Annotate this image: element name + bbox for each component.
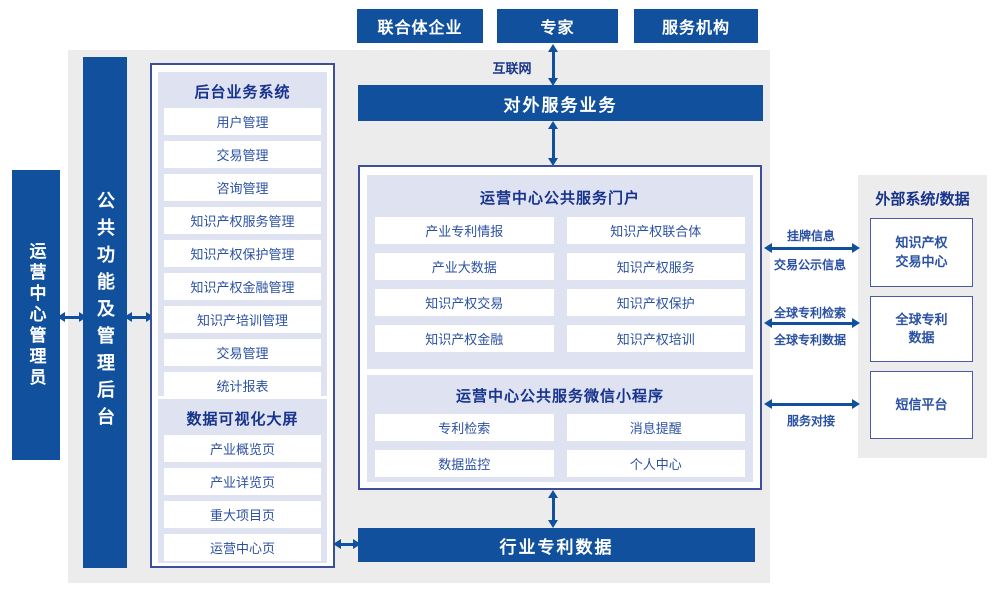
backend-system-title: 后台业务系统 [194, 84, 291, 101]
link2-top-label: 全球专利检索 [773, 306, 846, 320]
miniprogram-item: 消息提醒 [566, 414, 745, 441]
external-systems-title: 外部系统/数据 [875, 191, 970, 208]
miniprogram-item: 个人中心 [566, 450, 745, 477]
portal-item: 知识产权培训 [566, 325, 745, 352]
sms-platform-line1: 短信平台 [895, 396, 948, 412]
external-system-sms-platform: 短信平台 [870, 371, 973, 439]
link1-bottom-label: 交易公示信息 [773, 258, 846, 272]
dashboard-to-patent-data-arrow-icon [333, 539, 361, 549]
link3-bidirectional-arrow-icon [764, 399, 860, 409]
miniprogram-title: 运营中心公共服务微信小程序 [455, 388, 664, 405]
backend-item: 知识产培训管理 [164, 306, 321, 333]
portal-item: 知识产权交易 [375, 289, 554, 316]
portal-to-patent-data-arrow-icon [548, 490, 558, 528]
link2-bottom-label: 全球专利数据 [773, 333, 846, 347]
backend-item: 知识产权金融管理 [164, 273, 321, 300]
industry-patent-data-bar: 行业专利数据 [358, 528, 755, 562]
portal-item: 产业大数据 [375, 253, 554, 280]
actor-consortium-box: 联合体企业 [357, 9, 483, 43]
actor-service-org-box: 服务机构 [634, 9, 758, 43]
backend-item: 交易管理 [164, 141, 321, 168]
backend-item: 用户管理 [164, 108, 321, 135]
global-patent-data-line2: 数据 [908, 330, 935, 345]
portal-item: 知识产权联合体 [566, 217, 745, 244]
dashboard-item: 运营中心页 [164, 534, 321, 561]
industry-patent-data-label: 行业专利数据 [499, 537, 614, 557]
external-service-bar-label: 对外服务业务 [503, 95, 618, 115]
public-functions-backend-bar: 公共功能及管理后台 [83, 57, 127, 568]
global-patent-data-line1: 全球专利 [895, 311, 948, 327]
link1-bidirectional-arrow-icon [764, 243, 860, 253]
actor-service-org-label: 服务机构 [661, 20, 730, 37]
dashboard-box: 数据可视化大屏 产业概览页 产业详览页 重大项目页 运营中心页 [158, 399, 327, 563]
backend-system-box: 后台业务系统 用户管理 交易管理 咨询管理 知识产权服务管理 知识产权保护管理 … [158, 72, 327, 399]
dashboard-item: 产业概览页 [164, 435, 321, 462]
internet-label: 互联网 [492, 61, 532, 76]
portal-item: 知识产权服务 [566, 253, 745, 280]
actor-expert-box: 专家 [497, 9, 618, 43]
portal-item: 产业专利情报 [375, 217, 554, 244]
actor-expert-label: 专家 [540, 20, 575, 37]
dashboard-item: 重大项目页 [164, 501, 321, 528]
operations-admin-box: 运营中心管理员 [12, 170, 60, 460]
bar-to-portal-arrow-icon [548, 121, 558, 166]
admin-to-backend-arrow-icon [57, 312, 87, 322]
portal-item: 知识产权金融 [375, 325, 554, 352]
ip-trade-center-line2: 交易中心 [895, 253, 948, 269]
center-services-outer-box: 运营中心公共服务门户 产业专利情报 知识产权联合体 产业大数据 知识产权服务 知… [358, 165, 762, 490]
backend-item: 知识产权服务管理 [164, 207, 321, 234]
miniprogram-item: 数据监控 [375, 450, 554, 477]
backend-item: 知识产权保护管理 [164, 240, 321, 267]
backend-item: 咨询管理 [164, 174, 321, 201]
backend-to-systems-arrow-icon [124, 312, 154, 322]
internet-bidirectional-arrow-icon [548, 44, 558, 86]
portal-title: 运营中心公共服务门户 [479, 190, 640, 207]
external-service-bar: 对外服务业务 [358, 85, 763, 121]
dashboard-item: 产业详览页 [164, 468, 321, 495]
backend-item: 统计报表 [164, 372, 321, 399]
link3-bottom-label: 服务对接 [786, 414, 835, 428]
operations-admin-label: 运营中心管理员 [26, 241, 46, 389]
dashboard-title: 数据可视化大屏 [186, 411, 299, 428]
left-systems-outer-box: 后台业务系统 用户管理 交易管理 咨询管理 知识产权服务管理 知识产权保护管理 … [150, 63, 335, 568]
actor-consortium-label: 联合体企业 [377, 20, 463, 37]
public-functions-backend-label: 公共功能及管理后台 [95, 191, 115, 434]
external-system-ip-trade-center: 知识产权交易中心 [870, 218, 973, 287]
backend-item: 交易管理 [164, 339, 321, 366]
external-system-global-patent-data: 全球专利数据 [870, 296, 973, 362]
portal-item: 知识产权保护 [566, 289, 745, 316]
portal-box: 运营中心公共服务门户 产业专利情报 知识产权联合体 产业大数据 知识产权服务 知… [367, 175, 753, 369]
link2-bidirectional-arrow-icon [764, 318, 860, 328]
miniprogram-item: 专利检索 [375, 414, 554, 441]
link1-top-label: 挂牌信息 [786, 229, 835, 243]
miniprogram-box: 运营中心公共服务微信小程序 专利检索 消息提醒 数据监控 个人中心 [367, 375, 753, 482]
ip-trade-center-line1: 知识产权 [895, 235, 948, 251]
